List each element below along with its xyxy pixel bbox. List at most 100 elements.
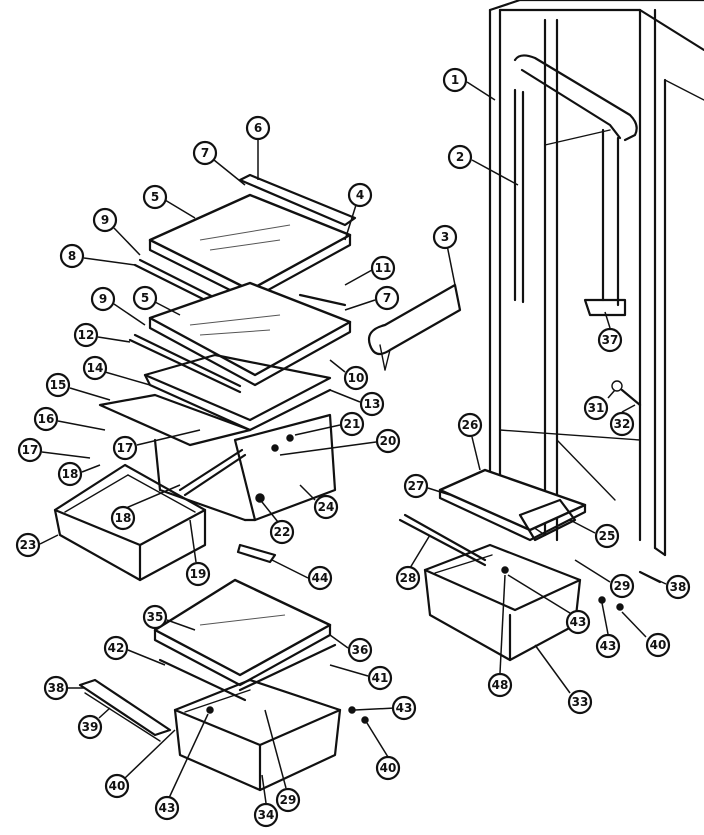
svg-text:36: 36 — [352, 643, 369, 657]
callout-34: 34 — [253, 802, 279, 828]
callout-43-right-lower: 43 — [595, 633, 621, 659]
svg-text:38: 38 — [48, 681, 65, 695]
freezer-shelf-middle — [128, 281, 352, 394]
svg-text:2: 2 — [456, 150, 464, 164]
svg-text:29: 29 — [614, 579, 631, 593]
callout-18-left: 18 — [57, 461, 83, 487]
gasket-frame — [513, 54, 638, 317]
svg-text:8: 8 — [68, 249, 76, 263]
callout-39: 39 — [77, 714, 103, 740]
callout-29-right: 29 — [609, 573, 635, 599]
callout-2: 2 — [447, 144, 473, 170]
svg-text:40: 40 — [109, 779, 126, 793]
svg-text:42: 42 — [108, 641, 125, 655]
svg-text:40: 40 — [650, 638, 667, 652]
callout-33: 33 — [567, 689, 593, 715]
svg-text:10: 10 — [348, 371, 365, 385]
svg-text:27: 27 — [408, 479, 425, 493]
svg-text:44: 44 — [312, 571, 329, 585]
svg-text:21: 21 — [344, 417, 361, 431]
callout-43-bottom-left: 43 — [154, 795, 180, 821]
svg-text:39: 39 — [82, 720, 99, 734]
bin-rail-39 — [78, 678, 172, 742]
svg-text:43: 43 — [159, 801, 176, 815]
callout-24: 24 — [313, 494, 339, 520]
svg-text:4: 4 — [356, 188, 364, 202]
svg-text:40: 40 — [380, 761, 397, 775]
callout-15: 15 — [45, 372, 71, 398]
callout-5-upper: 5 — [142, 184, 168, 210]
callout-16: 16 — [33, 406, 59, 432]
callout-7-lower: 7 — [374, 285, 400, 311]
callout-38-right: 38 — [665, 574, 691, 600]
callout-11: 11 — [370, 255, 396, 281]
callout-40-left: 40 — [104, 773, 130, 799]
svg-text:5: 5 — [141, 291, 149, 305]
svg-text:9: 9 — [99, 292, 107, 306]
callout-32: 32 — [609, 411, 635, 437]
svg-text:20: 20 — [380, 434, 397, 448]
crisper-frame — [98, 353, 337, 522]
callout-20: 20 — [375, 428, 401, 454]
svg-text:17: 17 — [22, 443, 39, 457]
callout-23: 23 — [15, 532, 41, 558]
svg-text:34: 34 — [258, 808, 275, 822]
callout-48: 48 — [487, 672, 513, 698]
callout-44: 44 — [307, 565, 333, 591]
svg-text:23: 23 — [20, 538, 37, 552]
hardware — [206, 380, 662, 724]
svg-text:15: 15 — [50, 378, 67, 392]
callout-42: 42 — [103, 635, 129, 661]
callout-17-right: 17 — [112, 435, 138, 461]
callout-3: 3 — [432, 224, 458, 250]
svg-text:1: 1 — [451, 73, 459, 87]
callout-18-right: 18 — [110, 505, 136, 531]
callout-31: 31 — [583, 395, 609, 421]
svg-text:14: 14 — [87, 361, 104, 375]
svg-text:7: 7 — [201, 146, 209, 160]
svg-text:13: 13 — [364, 397, 381, 411]
callout-35: 35 — [142, 604, 168, 630]
callout-14: 14 — [82, 355, 108, 381]
svg-text:43: 43 — [396, 701, 413, 715]
callouts: 1 2 3 4 5 5 6 7 7 8 9 9 10 11 12 13 14 1… — [15, 67, 691, 828]
callout-21: 21 — [339, 411, 365, 437]
callout-43-right-upper: 43 — [565, 609, 591, 635]
svg-text:7: 7 — [383, 291, 391, 305]
svg-text:17: 17 — [117, 441, 134, 455]
callout-8: 8 — [59, 243, 85, 269]
svg-text:24: 24 — [318, 500, 335, 514]
svg-text:32: 32 — [614, 417, 631, 431]
svg-text:5: 5 — [151, 190, 159, 204]
svg-text:18: 18 — [62, 467, 79, 481]
callout-36: 36 — [347, 637, 373, 663]
callout-17-left: 17 — [17, 437, 43, 463]
callout-26: 26 — [457, 412, 483, 438]
callout-19: 19 — [185, 561, 211, 587]
fresh-food-shelf — [398, 468, 587, 567]
callout-38-left: 38 — [43, 675, 69, 701]
svg-text:11: 11 — [375, 261, 392, 275]
callout-28: 28 — [395, 565, 421, 591]
svg-text:6: 6 — [254, 121, 262, 135]
svg-text:43: 43 — [570, 615, 587, 629]
svg-text:43: 43 — [600, 639, 617, 653]
svg-text:12: 12 — [78, 328, 95, 342]
svg-text:31: 31 — [588, 401, 605, 415]
svg-text:25: 25 — [599, 529, 616, 543]
svg-text:48: 48 — [492, 678, 509, 692]
callout-10: 10 — [343, 365, 369, 391]
callout-5-lower: 5 — [132, 285, 158, 311]
svg-text:16: 16 — [38, 412, 55, 426]
svg-text:26: 26 — [462, 418, 479, 432]
svg-text:3: 3 — [441, 230, 449, 244]
callout-43-bottom-right: 43 — [391, 695, 417, 721]
callout-22: 22 — [269, 519, 295, 545]
lower-bin-34 — [173, 678, 342, 792]
svg-text:37: 37 — [602, 333, 619, 347]
callout-9-upper: 9 — [92, 207, 118, 233]
callout-29-bottom: 29 — [275, 787, 301, 813]
svg-text:28: 28 — [400, 571, 417, 585]
callout-4: 4 — [347, 182, 373, 208]
